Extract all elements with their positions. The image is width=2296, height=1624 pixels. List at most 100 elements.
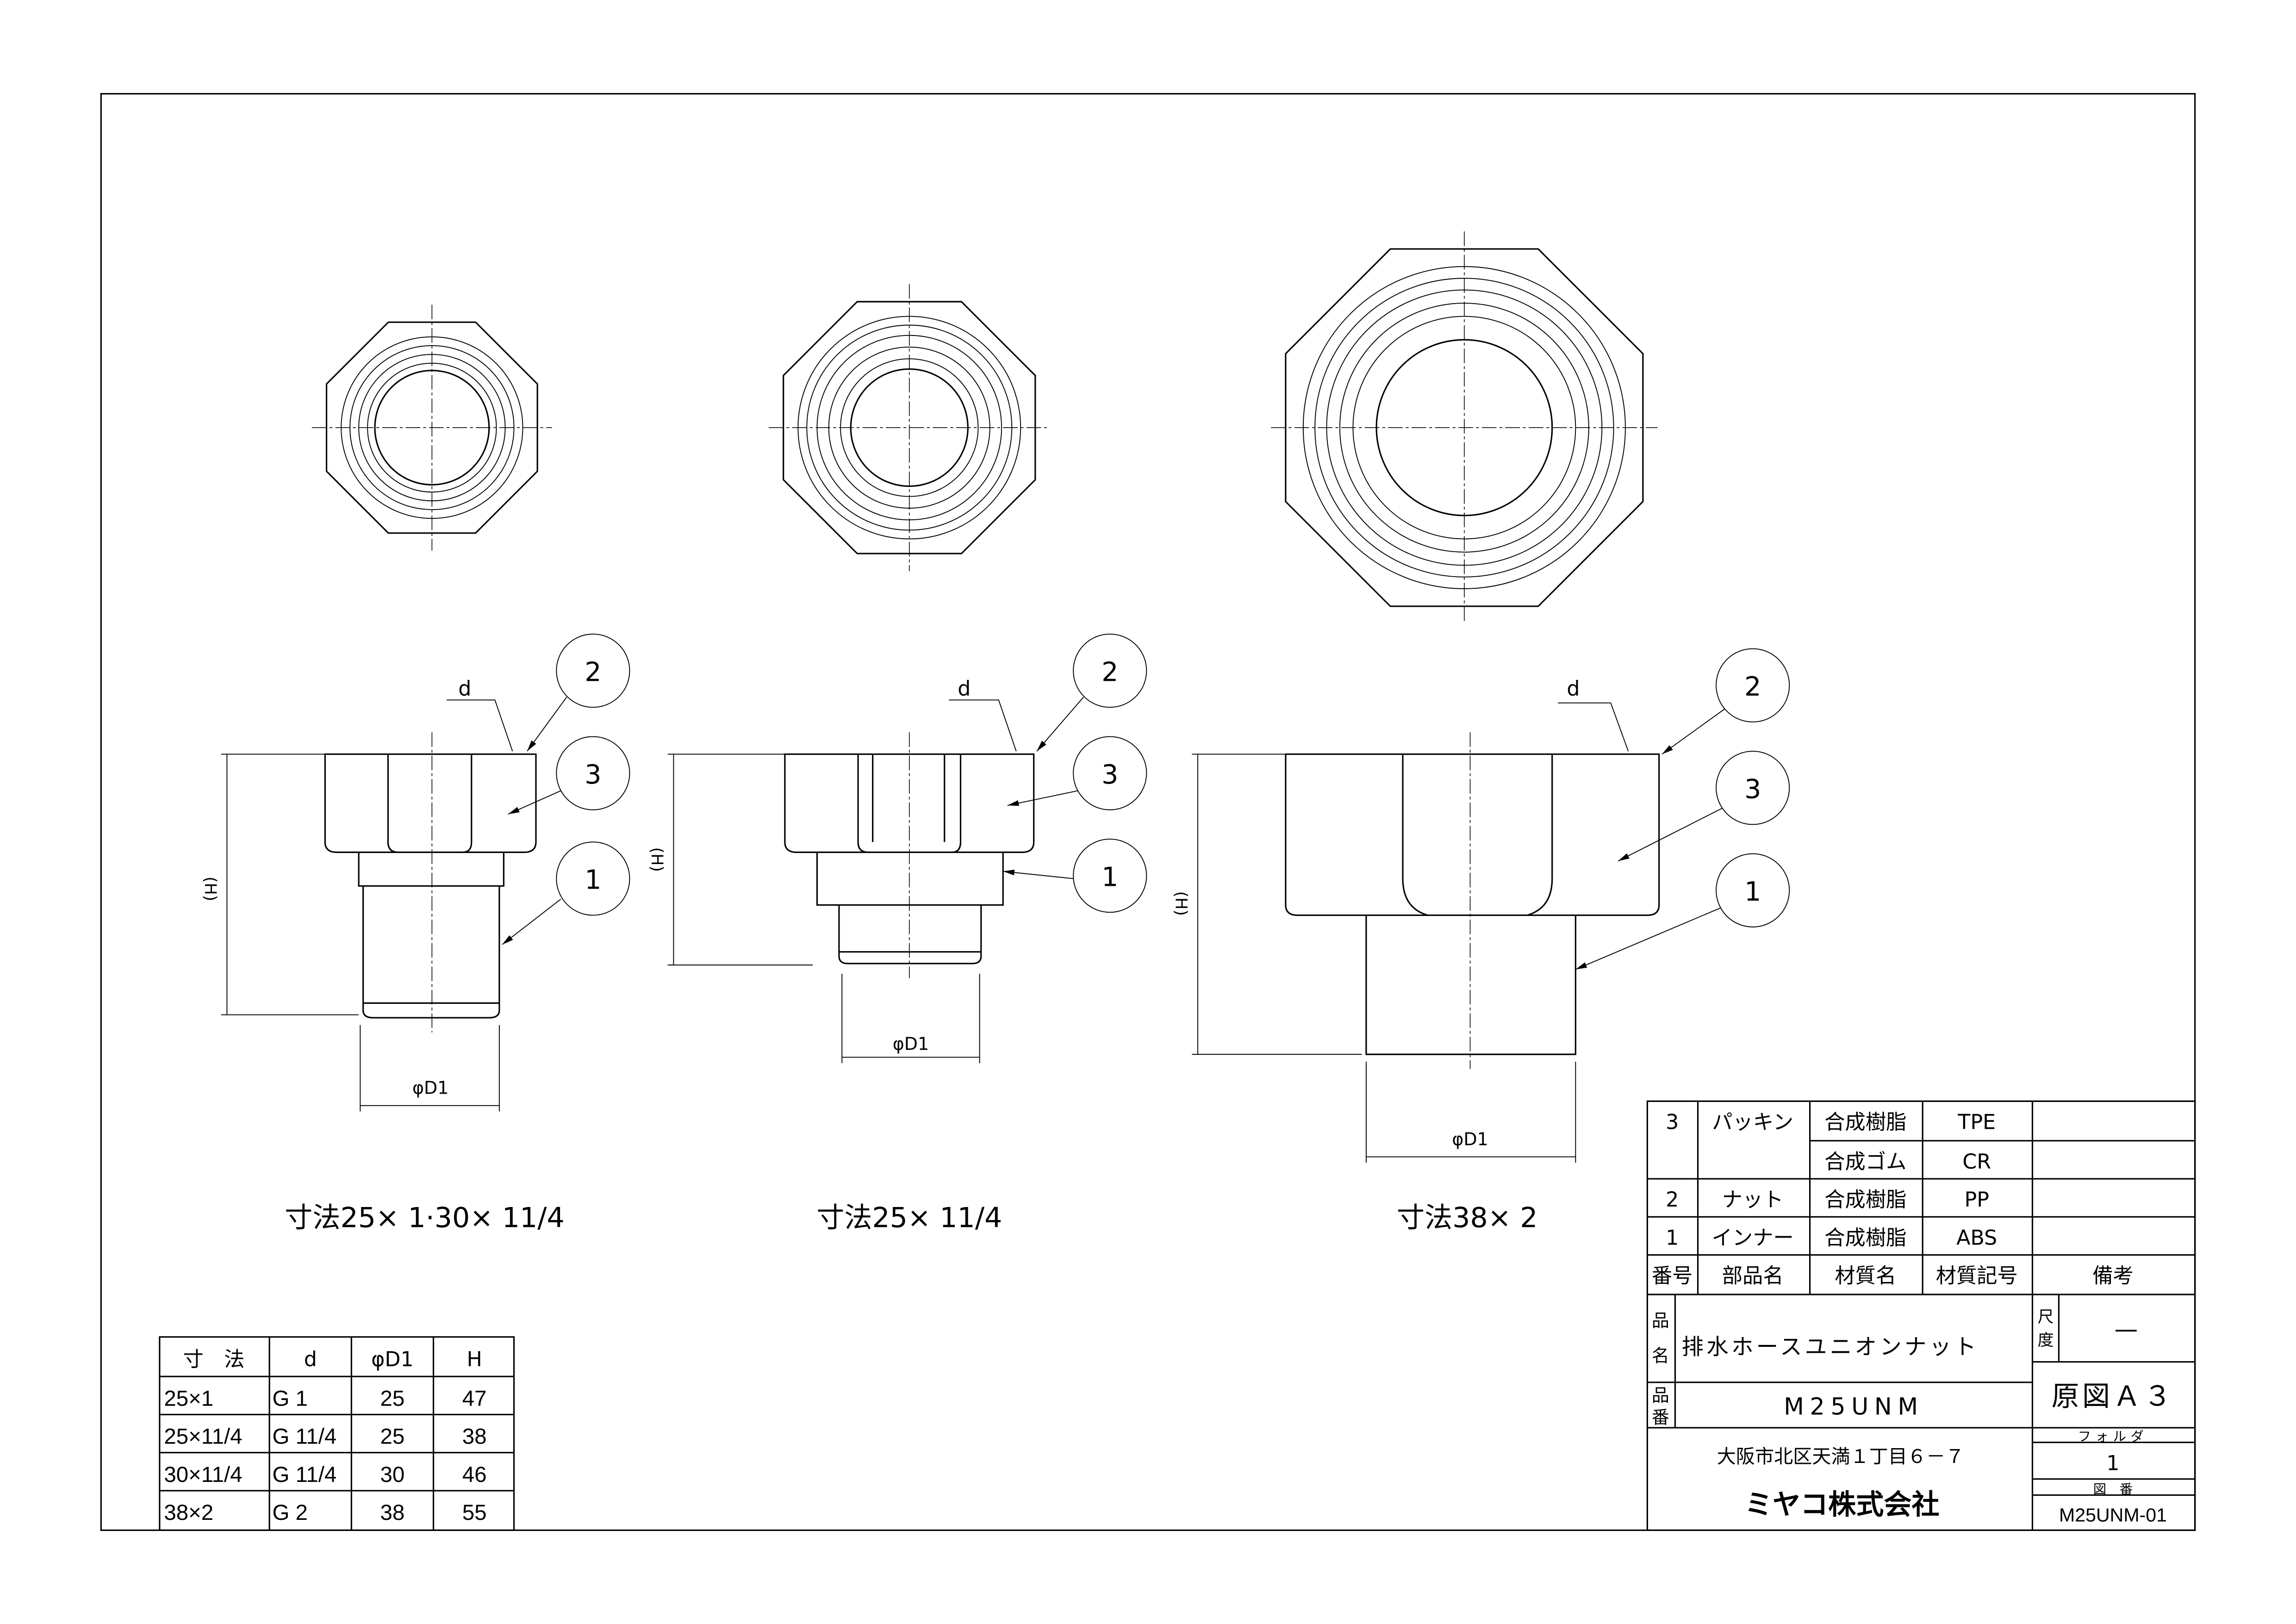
drawing-no: M25UNM-01 [2059, 1504, 2167, 1525]
view-2-h-label: (H) [647, 847, 666, 872]
product-name: 排水ホースユニオンナット [1681, 1335, 1979, 1360]
parts-list-cell: パッキン [1712, 1110, 1793, 1134]
name-label-1: 品 [1652, 1311, 1669, 1331]
arrowhead [508, 807, 520, 815]
side-view-3 [1285, 753, 1660, 1055]
scale-label-1: 尺 [2038, 1308, 2054, 1326]
leader-line [1036, 697, 1084, 752]
balloon-v2-3: 3 [1101, 759, 1118, 790]
view-1-d-label: d [458, 677, 471, 701]
parts-header-no: 番号 [1652, 1264, 1693, 1288]
parts-list-cell: CR [1962, 1150, 1991, 1174]
scale-value: — [2115, 1315, 2138, 1343]
view-3-label: 寸法38× 2 [1397, 1201, 1537, 1234]
parts-list-cell: ナット [1722, 1188, 1784, 1212]
parts-list-cell: 合成ゴム [1824, 1150, 1906, 1174]
top-view-octagon-2 [783, 301, 1036, 554]
side-view-1 [324, 753, 537, 1019]
arrowhead [1003, 869, 1015, 876]
dim-header-size: 寸 法 [183, 1348, 245, 1371]
balloon-circle [556, 736, 630, 810]
balloon-circle [556, 841, 630, 916]
arrowhead [502, 935, 513, 945]
dim-table-cell: 46 [462, 1462, 487, 1487]
parts-header-code: 材質記号 [1936, 1264, 2018, 1288]
view-3-h-label: (H) [1172, 891, 1190, 916]
dim-table-cell: 47 [462, 1386, 487, 1411]
parts-list-cell: 1 [1666, 1226, 1679, 1250]
drawing-no-label: 図 番 [2093, 1481, 2133, 1497]
arrowhead [1037, 740, 1046, 752]
leader-line [1003, 871, 1074, 879]
centerline [1271, 231, 1658, 624]
parts-list-cell: 合成樹脂 [1824, 1110, 1906, 1134]
balloon-circle [1716, 853, 1790, 927]
balloon-v3-2: 2 [1744, 672, 1761, 702]
parts-list-cell: PP [1965, 1188, 1989, 1212]
parts-list-cell: TPE [1957, 1110, 1996, 1134]
balloon-circle [1073, 634, 1147, 708]
dim-table-cell: G 11/4 [272, 1462, 336, 1487]
parts-list-cell: インナー [1712, 1226, 1794, 1250]
leader-line [1007, 790, 1078, 806]
balloon-v3-3: 3 [1744, 774, 1761, 804]
parts-list-cell: 2 [1666, 1188, 1679, 1212]
leader-line [1618, 808, 1723, 862]
dim-table-cell: 25×1 [164, 1386, 213, 1411]
view-1-d1-label: φD1 [412, 1078, 448, 1098]
balloon-circle [1716, 648, 1790, 722]
parts-list-cell: 合成樹脂 [1824, 1188, 1906, 1212]
balloon-circle [1073, 736, 1147, 810]
arrowhead [1618, 853, 1630, 861]
view-2-label: 寸法25× 11/4 [816, 1201, 1002, 1234]
original-size: 原図Ａ３ [2052, 1380, 2175, 1412]
balloon-circle [1073, 839, 1147, 913]
balloon-v1-2: 2 [585, 657, 601, 687]
dim-table-cell: 25 [380, 1386, 405, 1411]
leader-line [502, 899, 561, 945]
parts-list-cell: ABS [1956, 1226, 1997, 1250]
dim-table-cell: 25 [380, 1425, 405, 1449]
arrowhead [1575, 962, 1587, 970]
dim-header-d1: φD1 [371, 1348, 413, 1371]
leader-line [1558, 702, 1629, 752]
balloon-v2-1: 1 [1101, 862, 1118, 892]
code-label-2: 番 [1652, 1407, 1669, 1427]
balloon-circle [556, 634, 630, 708]
view-3-d1-label: φD1 [1452, 1129, 1488, 1149]
dimension-d1 [1365, 1061, 1576, 1163]
view-1-label: 寸法25× 1·30× 11/4 [285, 1201, 564, 1234]
leader-line [446, 699, 513, 752]
dim-table-cell: G 1 [272, 1386, 307, 1411]
dim-table-cell: G 2 [272, 1500, 307, 1525]
parts-header-name: 部品名 [1722, 1264, 1784, 1288]
balloon-v2-2: 2 [1101, 657, 1118, 687]
arrowhead [1662, 745, 1673, 754]
leader-line [949, 699, 1017, 752]
view-2-d-label: d [958, 677, 971, 701]
parts-header-material: 材質名 [1835, 1264, 1896, 1288]
dimension-d1 [841, 974, 980, 1064]
balloon-circle [1716, 751, 1790, 825]
centerline [769, 284, 1050, 572]
dim-table-cell: 25×11/4 [164, 1425, 242, 1449]
drawing-frame [100, 93, 2196, 1531]
top-view-octagon-3 [1285, 248, 1644, 607]
company-name: ミヤコ株式会社 [1745, 1489, 1940, 1521]
dim-table-cell: 38×2 [164, 1500, 213, 1525]
balloon-v1-3: 3 [585, 759, 601, 790]
dim-table-cell: 30 [380, 1462, 405, 1487]
parts-header-note: 備考 [2092, 1264, 2134, 1288]
balloon-v1-1: 1 [585, 865, 601, 896]
parts-list-cell: 3 [1666, 1110, 1679, 1134]
scale-label-2: 度 [2038, 1332, 2054, 1350]
view-2-d1-label: φD1 [893, 1034, 929, 1054]
centerline [311, 305, 552, 551]
dim-header-d: d [304, 1348, 317, 1371]
dimension-h [1192, 753, 1362, 1055]
arrowhead [1007, 800, 1020, 806]
folder-label: フォルダ [2078, 1429, 2148, 1444]
leader-line [1575, 907, 1721, 970]
